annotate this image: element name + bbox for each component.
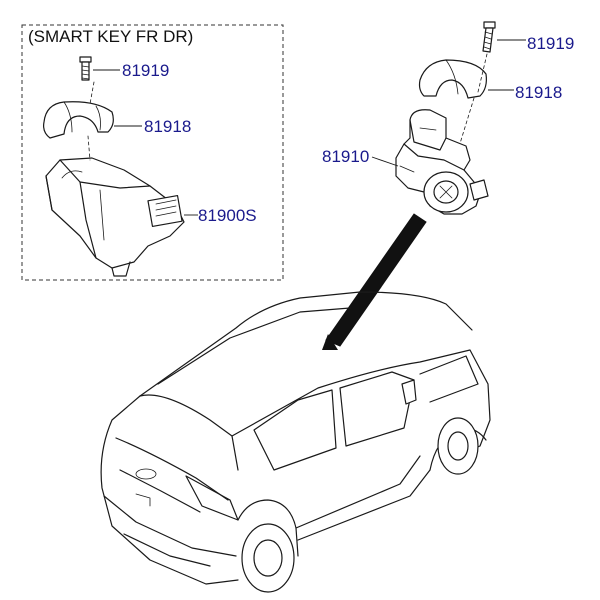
ignition-lock-icon <box>395 109 489 215</box>
part-label-smart-module: 81900S <box>198 206 257 225</box>
part-label-ignition-bolt: 81919 <box>527 34 574 53</box>
smart-bolt-icon <box>79 56 92 81</box>
part-label-ignition-cover: 81918 <box>515 83 562 102</box>
group-title: (SMART KEY FR DR) <box>28 27 193 46</box>
smart-key-group-box <box>21 24 284 281</box>
smart-module-icon <box>45 157 185 277</box>
vehicle-outline <box>100 291 491 593</box>
part-label-ignition-lock: 81910 <box>322 147 369 166</box>
smart-cover-icon <box>43 101 114 139</box>
location-pointer-arrow <box>325 213 427 347</box>
part-label-smart-cover: 81918 <box>144 117 191 136</box>
ignition-bolt-icon <box>482 21 496 53</box>
ignition-cover-icon <box>418 59 487 99</box>
part-label-smart-bolt: 81919 <box>122 61 169 80</box>
